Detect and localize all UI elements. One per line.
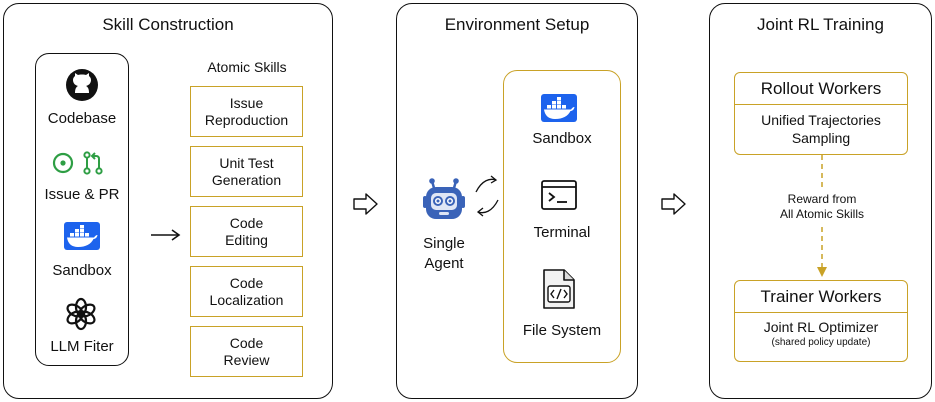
- skill-line: Generation: [211, 171, 282, 188]
- reward-label: Reward from All Atomic Skills: [766, 190, 878, 224]
- environment-setup-panel: Environment Setup: [396, 3, 638, 399]
- skill-line: Reproduction: [204, 111, 289, 128]
- pull-request-icon: [83, 151, 103, 175]
- skill-line: Issue: [229, 94, 264, 111]
- hollow-arrow-icon: [353, 193, 378, 215]
- docker-icon: [541, 94, 577, 122]
- atomic-skills-title: Atomic Skills: [207, 59, 287, 75]
- skill-line: Unit Test: [219, 154, 274, 171]
- tool-terminal-label: Terminal: [533, 224, 591, 241]
- joint-rl-training-panel: Joint RL Training: [709, 3, 932, 399]
- tools-box: [503, 70, 621, 363]
- rollout-workers-title: Rollout Workers: [735, 73, 907, 105]
- interaction-arrows-icon: [475, 175, 499, 217]
- robot-agent-icon: [423, 178, 465, 219]
- issue-icon: [52, 152, 74, 174]
- arrow-right-icon: [151, 229, 181, 241]
- sources-box: [35, 53, 129, 366]
- tool-file-system-label: File System: [522, 322, 602, 339]
- rollout-line: Sampling: [791, 130, 851, 146]
- source-sandbox-label: Sandbox: [52, 262, 112, 279]
- rollout-workers-box: Rollout Workers Unified Trajectories Sam…: [734, 72, 908, 155]
- skill-line: Review: [223, 351, 270, 368]
- single-agent-label: Single Agent: [404, 234, 484, 274]
- rollout-line: Unified Trajectories: [761, 112, 881, 128]
- agent-line: Single: [423, 235, 465, 252]
- environment-setup-title: Environment Setup: [444, 15, 590, 34]
- source-issue-pr-label: Issue & PR: [44, 186, 120, 203]
- skill-line: Code: [229, 274, 264, 291]
- joint-rl-training-title: Joint RL Training: [757, 15, 884, 34]
- docker-icon: [64, 222, 100, 250]
- code-file-icon: [543, 269, 575, 309]
- trainer-workers-box: Trainer Workers Joint RL Optimizer (shar…: [734, 280, 908, 362]
- skill-line: Localization: [209, 291, 284, 308]
- trainer-workers-title: Trainer Workers: [735, 281, 907, 313]
- source-llm-filter-label: LLM Fiter: [50, 338, 114, 355]
- rollout-workers-body: Unified Trajectories Sampling: [735, 105, 907, 147]
- skill-construction-title: Skill Construction: [102, 15, 234, 34]
- terminal-icon: [541, 180, 577, 210]
- llm-knot-icon: [66, 297, 96, 331]
- agent-line: Agent: [424, 255, 464, 272]
- skill-line: Editing: [225, 231, 268, 248]
- github-icon: [66, 69, 98, 101]
- source-codebase-label: Codebase: [47, 110, 117, 127]
- reward-line: All Atomic Skills: [779, 207, 865, 221]
- trainer-workers-body: Joint RL Optimizer: [763, 319, 879, 335]
- skill-line: Code: [229, 334, 264, 351]
- hollow-arrow-icon: [661, 193, 686, 215]
- tool-sandbox-label: Sandbox: [532, 130, 592, 147]
- skill-line: Code: [229, 214, 264, 231]
- reward-line: Reward from: [787, 192, 857, 206]
- skill-construction-panel: Skill Construction: [3, 3, 333, 399]
- trainer-workers-note: (shared policy update): [771, 337, 871, 348]
